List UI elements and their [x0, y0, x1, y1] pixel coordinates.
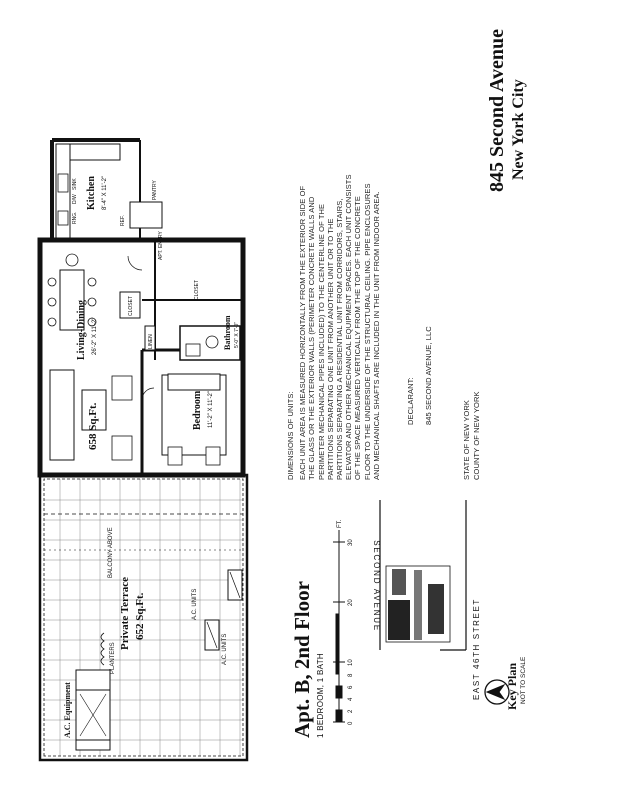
- pantry-label: PANTRY: [152, 180, 158, 200]
- living-dims: 26'-2" X 11'-2": [92, 318, 98, 355]
- apartment-area: 658 Sq.Ft.: [87, 402, 99, 450]
- apt-entry-label: APT. ENTRY: [158, 231, 164, 260]
- linen-label: LINEN: [148, 334, 154, 349]
- terrace-area: 652 Sq.Ft.: [134, 592, 146, 640]
- scale-tick: 10: [348, 659, 354, 666]
- scale-tick: 30: [348, 539, 354, 546]
- scale-tick: 4: [348, 697, 354, 701]
- key-plan: [379, 500, 510, 705]
- terrace-labels: Private Terrace 652 Sq.Ft. BALCONY ABOVE…: [63, 527, 228, 738]
- scale-tick: 20: [348, 599, 354, 606]
- bathroom-name: Bathroom: [223, 315, 232, 350]
- closet-label: CLOSET: [194, 280, 200, 300]
- balcony-label: BALCONY ABOVE: [108, 527, 114, 578]
- scale-tick: 2: [348, 709, 354, 713]
- ac-units-label: A.C. UNITS: [192, 589, 198, 620]
- room-labels: Kitchen 8'-4" X 11'-2" RNG. SINK D/W REF…: [72, 176, 240, 450]
- kitchen-fixture: RNG.: [72, 212, 78, 225]
- scale-ticks: 0 2 4 6 8 10 20 30 FT.: [337, 519, 354, 725]
- ac-units-label: A.C. UNITS: [222, 634, 228, 665]
- bedroom-name: Bedroom: [192, 390, 203, 430]
- kitchen-fixture: REF.: [120, 215, 126, 226]
- closet-label: CLOSET: [128, 296, 134, 316]
- apartment: [37, 138, 246, 478]
- kitchen-fixture: SINK: [72, 178, 78, 190]
- kitchen-dims: 8'-4" X 11'-2": [102, 176, 108, 210]
- terrace-name: Private Terrace: [119, 577, 131, 650]
- scale-tick: 8: [348, 673, 354, 677]
- bathroom-dims: 5'-0" X 7'-0": [234, 322, 240, 348]
- scale-tick: 6: [348, 685, 354, 689]
- kitchen-fixture: D/W: [72, 194, 78, 204]
- kitchen-name: Kitchen: [86, 176, 97, 210]
- ac-equipment-label: A.C. Equipment: [63, 682, 72, 738]
- planters-label: PLANTERS: [110, 642, 116, 674]
- scale-unit: FT.: [337, 519, 343, 528]
- bedroom-dims: 11'-2" X 11'-2": [208, 391, 214, 428]
- living-name: Living-Dining: [76, 300, 87, 360]
- scale-tick: 0: [348, 721, 354, 725]
- terrace: [38, 473, 249, 762]
- scale-bar: [333, 530, 345, 723]
